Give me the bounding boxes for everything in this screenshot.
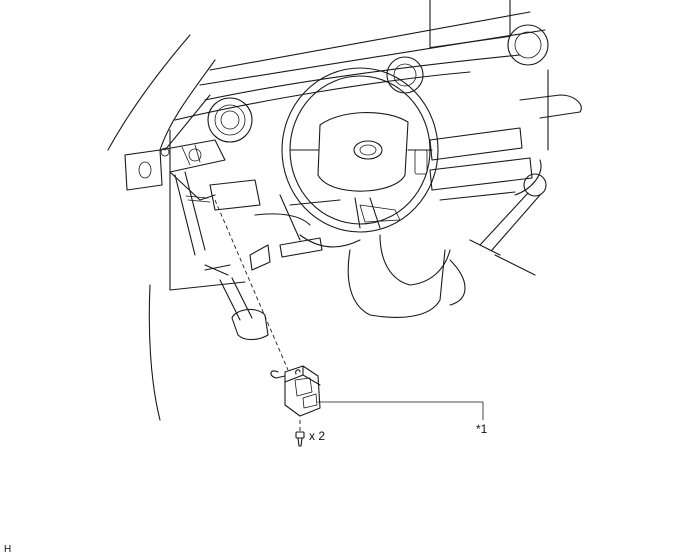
steering-wheel-icon	[281, 67, 439, 233]
quantity-label: x 2	[309, 429, 326, 443]
lower-dash-left	[169, 129, 341, 291]
installation-guide-line	[214, 199, 301, 436]
floor-tunnel	[347, 234, 536, 318]
screw-icon	[295, 431, 305, 447]
steering-column	[279, 194, 361, 248]
hood-latch-bracket	[124, 139, 226, 256]
switch-assembly-icon	[270, 365, 321, 417]
callout-1-label: *1	[476, 422, 488, 436]
a-pillar	[107, 34, 216, 421]
illustration-code: H	[4, 544, 12, 555]
left-vent	[207, 97, 253, 143]
dashboard-top	[164, 11, 546, 151]
right-vent	[507, 24, 549, 66]
callout-leader-line	[317, 401, 484, 421]
center-console	[429, 0, 582, 201]
pedal	[219, 277, 269, 341]
gear-lever	[469, 173, 547, 256]
